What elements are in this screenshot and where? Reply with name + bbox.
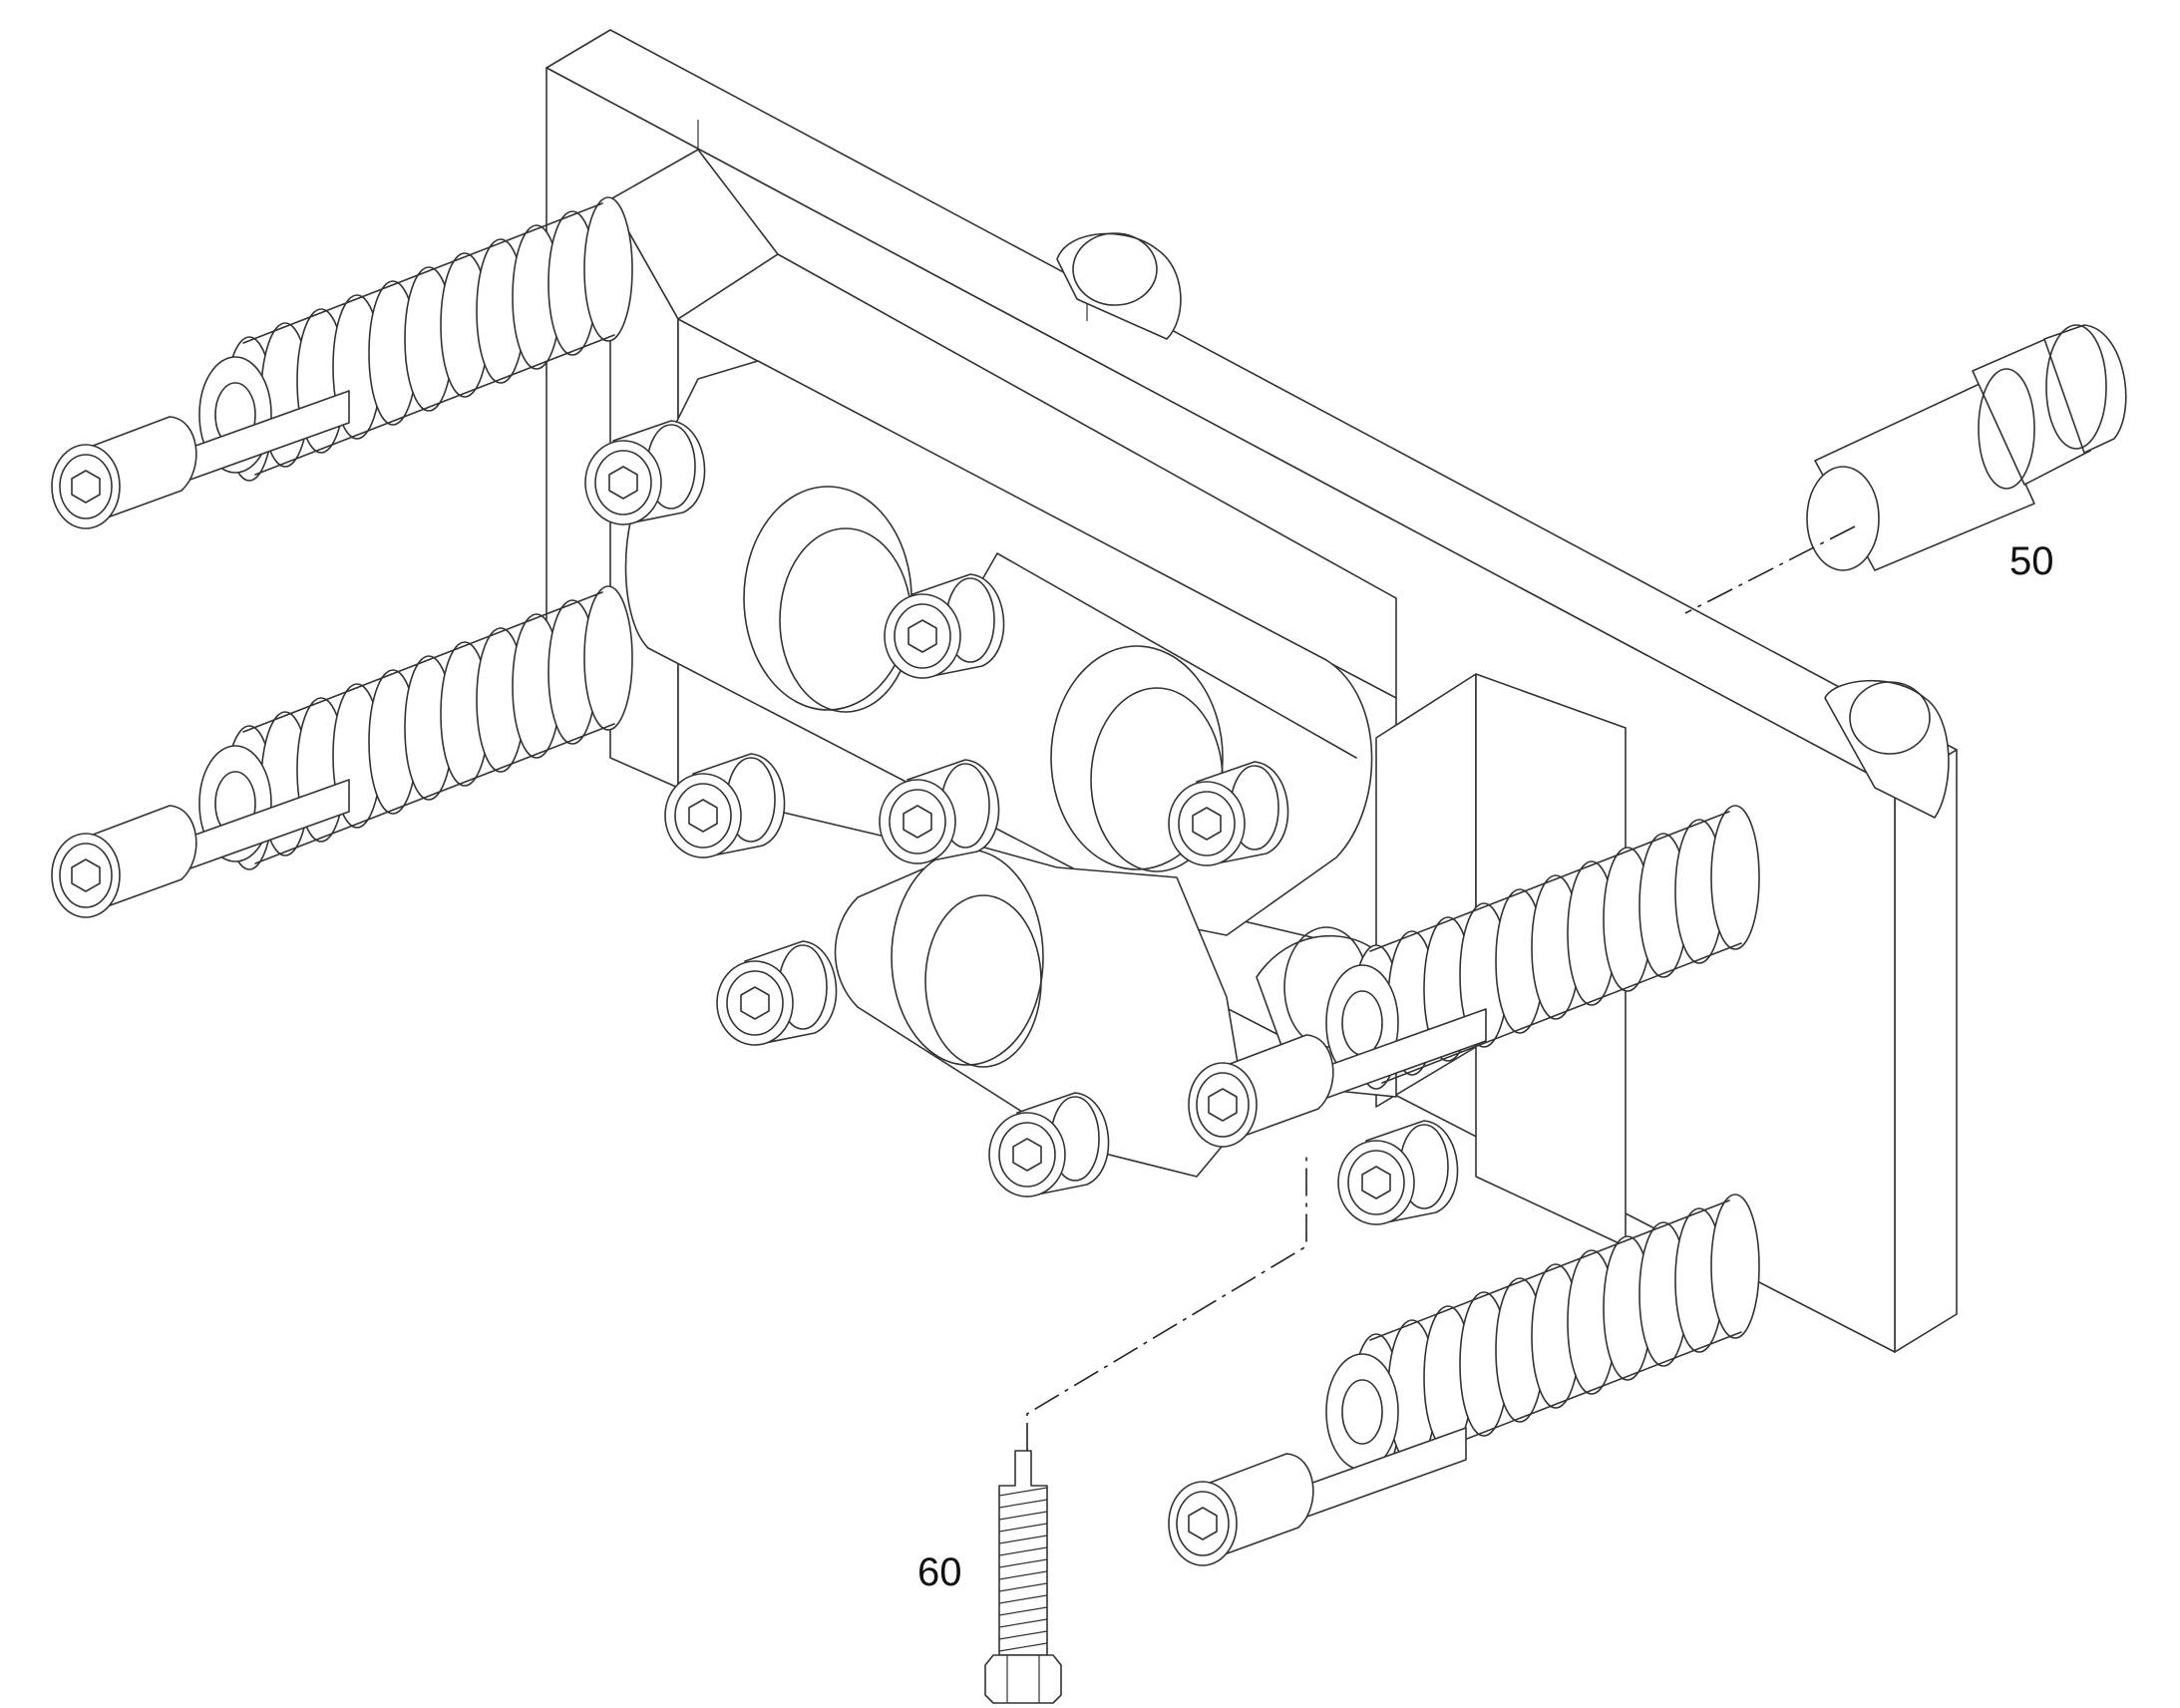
cap-screw-head <box>716 940 838 1046</box>
leader-line-60 <box>1026 1157 1307 1451</box>
cap-screw-head <box>988 1092 1110 1197</box>
lower-flange-plate <box>834 845 1248 1178</box>
leader-line-50 <box>1684 525 1856 614</box>
callout-label-50: 50 <box>2009 539 2054 583</box>
long-cap-screw <box>1168 1427 1467 1566</box>
compression-spring <box>1325 1194 1760 1479</box>
callout-label-60: 60 <box>917 1550 962 1594</box>
sleeve-part <box>1806 324 2127 571</box>
hex-bolt-part <box>984 1450 1062 1704</box>
rear-roller <box>1056 232 1950 819</box>
cap-screw-head <box>1337 1120 1459 1225</box>
